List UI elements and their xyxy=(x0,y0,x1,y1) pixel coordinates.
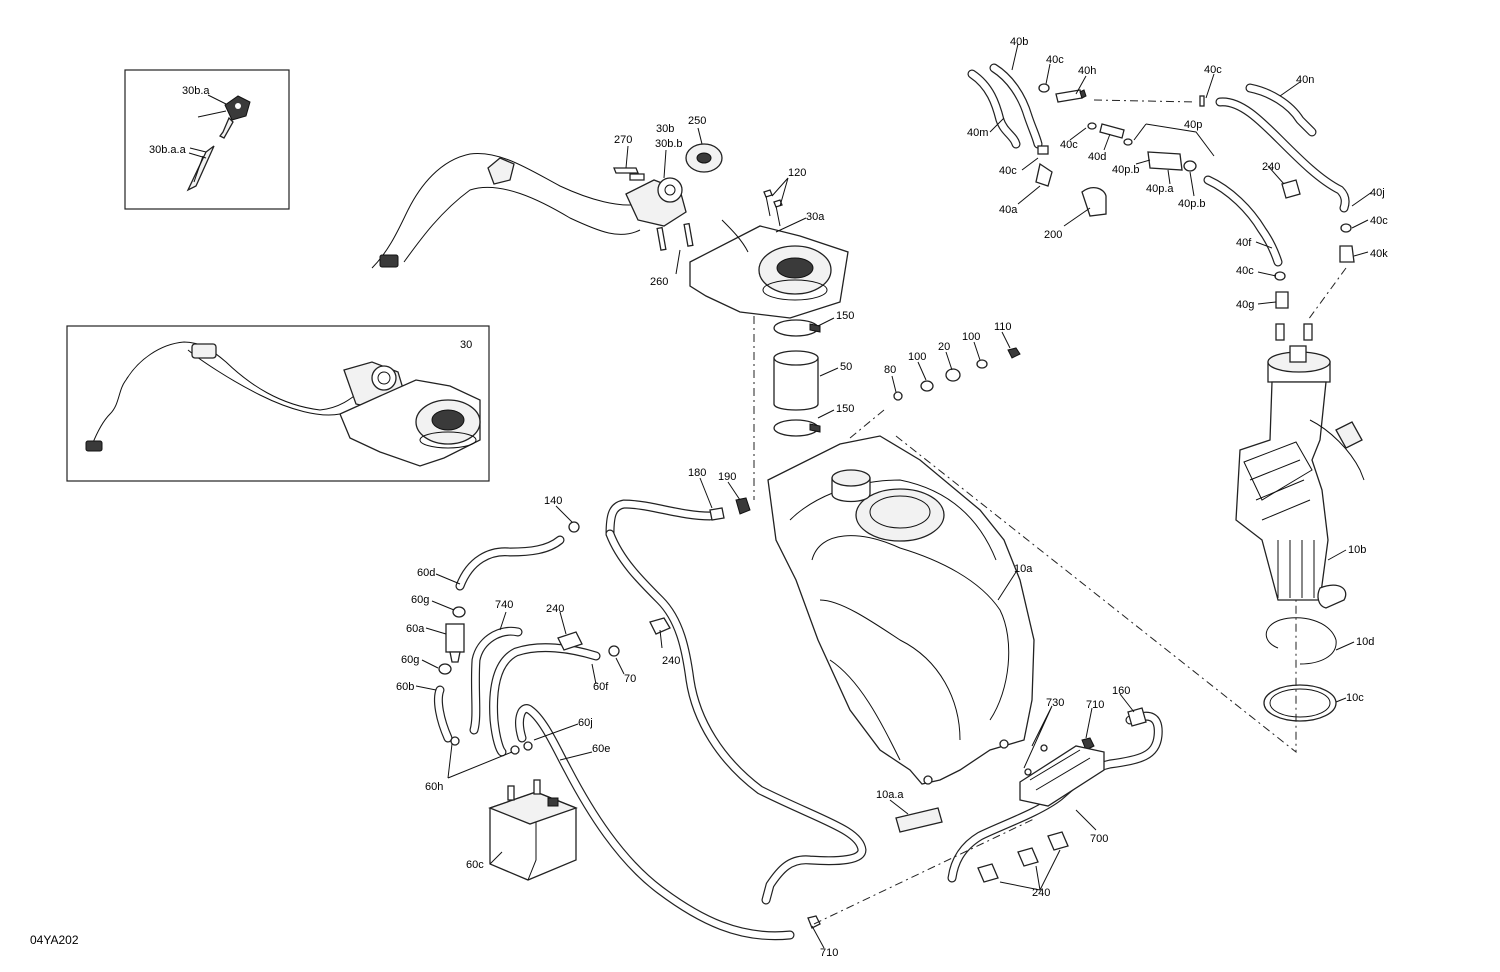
callout-250: 250 xyxy=(688,115,706,127)
fuel-cap-mount-assembly xyxy=(371,143,849,319)
callout-40k: 40k xyxy=(1370,248,1388,260)
callout-240-bottom: 240 xyxy=(1032,887,1050,899)
callout-260: 260 xyxy=(650,276,668,288)
callout-60b: 60b xyxy=(396,681,414,693)
callout-30b-a: 30b.a xyxy=(182,85,210,97)
fuel-hoses xyxy=(433,63,1350,941)
callout-40d: 40d xyxy=(1088,151,1106,163)
callout-10a-a: 10a.a xyxy=(876,789,904,801)
callout-710-bottom: 710 xyxy=(820,947,838,959)
callout-100-b: 100 xyxy=(962,331,980,343)
callout-40c-3: 40c xyxy=(999,165,1017,177)
callout-40p-b-1: 40p.b xyxy=(1112,164,1140,176)
callout-30: 30 xyxy=(460,339,472,351)
callout-60g-upper: 60g xyxy=(411,594,429,606)
callout-40m: 40m xyxy=(967,127,988,139)
callout-40p: 40p xyxy=(1184,119,1202,131)
callout-40j: 40j xyxy=(1370,187,1385,199)
callout-40a: 40a xyxy=(999,204,1018,216)
fuel-tank xyxy=(767,435,1035,785)
clamp-and-sleeve xyxy=(773,319,821,437)
callout-120: 120 xyxy=(788,167,806,179)
callout-30a: 30a xyxy=(806,211,825,223)
evap-canister xyxy=(488,779,578,881)
callout-30b-a-a: 30b.a.a xyxy=(149,144,187,156)
callout-60h: 60h xyxy=(425,781,443,793)
callout-30b: 30b xyxy=(656,123,674,135)
callout-50: 50 xyxy=(840,361,852,373)
callout-40c-5: 40c xyxy=(1370,215,1388,227)
callout-270: 270 xyxy=(614,134,632,146)
callout-40n: 40n xyxy=(1296,74,1314,86)
callout-10a: 10a xyxy=(1014,563,1033,575)
callout-40p-b-2: 40p.b xyxy=(1178,198,1206,210)
fuel-cap-assembly-inset-box xyxy=(66,325,490,482)
callout-710-right: 710 xyxy=(1086,699,1104,711)
fuel-pump-module xyxy=(1235,323,1365,609)
leader-lines xyxy=(189,43,1373,949)
callout-60g-lower: 60g xyxy=(401,654,419,666)
callout-160: 160 xyxy=(1112,685,1130,697)
callout-240-mid: 240 xyxy=(662,655,680,667)
callout-180: 180 xyxy=(688,467,706,479)
callout-10c: 10c xyxy=(1346,692,1364,704)
callout-60d: 60d xyxy=(417,567,435,579)
label-decal xyxy=(895,807,943,833)
callout-240-right: 240 xyxy=(1262,161,1280,173)
callout-30b-b: 30b.b xyxy=(655,138,683,150)
callout-40p-a: 40p.a xyxy=(1146,183,1174,195)
callout-40b: 40b xyxy=(1010,36,1028,48)
callout-10b: 10b xyxy=(1348,544,1366,556)
callout-150-lower: 150 xyxy=(836,403,854,415)
callout-10d: 10d xyxy=(1356,636,1374,648)
purge-valve xyxy=(1019,745,1105,807)
diagram-code: 04YA202 xyxy=(30,933,79,947)
callout-700: 700 xyxy=(1090,833,1108,845)
callout-60f: 60f xyxy=(593,681,609,693)
check-valve xyxy=(445,623,465,663)
callout-140: 140 xyxy=(544,495,562,507)
callout-40c-1: 40c xyxy=(1046,54,1064,66)
callout-150-upper: 150 xyxy=(836,310,854,322)
callout-60j: 60j xyxy=(578,717,593,729)
fastener-hardware-row xyxy=(893,347,1021,401)
callout-labels: 30b.a 30b.a.a 270 30b 30b.b 250 120 30a … xyxy=(30,36,1388,959)
callout-40h: 40h xyxy=(1078,65,1096,77)
callout-730: 730 xyxy=(1046,697,1064,709)
callout-110: 110 xyxy=(994,321,1012,333)
callout-60a: 60a xyxy=(406,623,425,635)
hose-clips xyxy=(977,179,1301,883)
callout-60c: 60c xyxy=(466,859,484,871)
callout-100-a: 100 xyxy=(908,351,926,363)
callout-60e: 60e xyxy=(592,743,610,755)
callout-20: 20 xyxy=(938,341,950,353)
alignment-lines xyxy=(753,99,1347,925)
callout-40c-2: 40c xyxy=(1060,139,1078,151)
callout-40f: 40f xyxy=(1236,237,1252,249)
callout-40c-6: 40c xyxy=(1236,265,1254,277)
callout-190: 190 xyxy=(718,471,736,483)
callout-200: 200 xyxy=(1044,229,1062,241)
fuel-line-fittings xyxy=(1035,83,1355,309)
callout-40g: 40g xyxy=(1236,299,1254,311)
key-inset-box xyxy=(124,69,290,210)
callout-70: 70 xyxy=(624,673,636,685)
small-hose-clamps xyxy=(438,497,1147,929)
callout-80: 80 xyxy=(884,364,896,376)
callout-40c-4: 40c xyxy=(1204,64,1222,76)
pump-retaining-rings xyxy=(1263,617,1337,722)
callout-740: 740 xyxy=(495,599,513,611)
callout-240-center: 240 xyxy=(546,603,564,615)
